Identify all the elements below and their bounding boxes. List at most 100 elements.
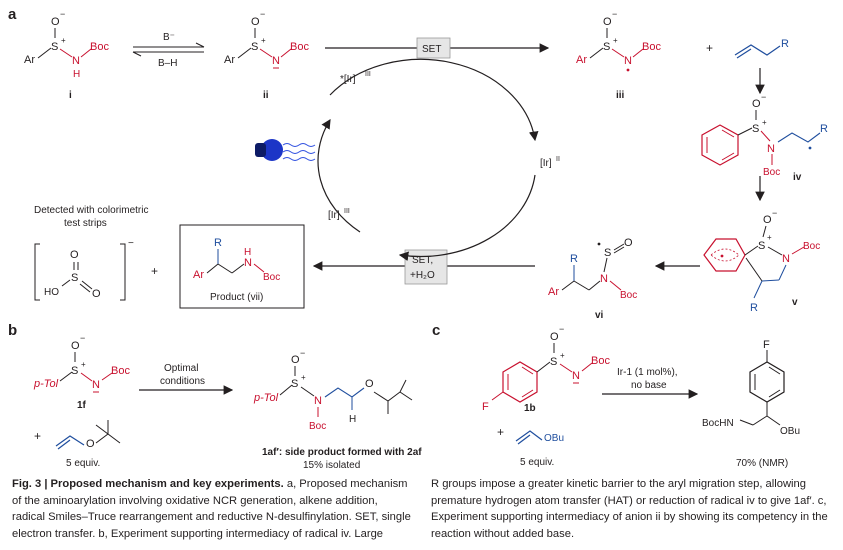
equilibrium-arrows: B⁻ B–H [132, 32, 205, 69]
svg-text:S: S [291, 378, 298, 390]
figure-caption-right: R groups impose a greater kinetic barrie… [431, 478, 828, 540]
alkene: R [734, 38, 789, 59]
svg-text:[Ir]: [Ir] [540, 158, 552, 169]
label-1f: 1f [77, 400, 87, 411]
sulfinate-anion: − O S HO O [34, 238, 134, 301]
optimal-arrow: Optimal conditions [139, 363, 234, 395]
svg-text:Ar: Ar [576, 54, 587, 66]
svg-text:N: N [314, 395, 322, 407]
plus-sulfinate-product: + [151, 264, 158, 278]
svg-text:S: S [71, 272, 78, 284]
svg-text:Ar: Ar [224, 54, 235, 66]
svg-text:conditions: conditions [160, 376, 205, 387]
svg-text:N: N [572, 370, 580, 382]
svg-text:*[Ir]: *[Ir] [340, 74, 356, 85]
figure-label: Fig. 3 | Proposed mechanism and key expe… [12, 478, 284, 490]
svg-text:H: H [349, 414, 356, 425]
svg-text:R: R [214, 237, 222, 249]
svg-text:no base: no base [631, 380, 667, 391]
yield-text: 70% (NMR) [736, 458, 788, 469]
set-arrow-top: SET [325, 37, 550, 59]
svg-text:II: II [556, 156, 560, 163]
detected-line1: Detected with colorimetric [34, 205, 148, 216]
plus-1b-alkene: + [497, 425, 504, 439]
svg-text:+: + [762, 118, 767, 127]
product-70: F BocHN OBu 70% (NMR) [702, 339, 800, 469]
svg-text:+: + [61, 36, 66, 45]
svg-text:R: R [750, 302, 758, 314]
svg-text:O: O [86, 438, 95, 450]
svg-text:−: − [612, 9, 617, 19]
isolated-text: 15% isolated [303, 460, 360, 471]
svg-text:Boc: Boc [620, 290, 637, 301]
svg-text:R: R [820, 123, 828, 135]
svg-text:Optimal: Optimal [164, 363, 198, 374]
svg-text:F: F [482, 401, 489, 413]
svg-text:N: N [272, 55, 280, 67]
label-v: v [792, 297, 798, 308]
tbu-vinyl-ether: O 5 equiv. [55, 420, 121, 469]
svg-text:+: + [767, 233, 772, 242]
svg-text:Ar: Ar [193, 269, 204, 281]
label-vi: vi [595, 310, 604, 321]
butyl-vinyl-ether: OBu 5 equiv. [515, 430, 564, 468]
plus-1f-alkene: + [34, 429, 41, 443]
svg-text:B⁻: B⁻ [163, 32, 175, 43]
svg-text:p-Tol: p-Tol [253, 392, 279, 404]
plus-iii-alkene: + [706, 41, 713, 55]
svg-text:HO: HO [44, 287, 59, 298]
svg-text:Ar: Ar [548, 286, 559, 298]
svg-text:O: O [624, 237, 633, 249]
svg-text:O: O [550, 331, 559, 343]
figure-caption-left: Fig. 3 | Proposed mechanism and key expe… [12, 476, 412, 542]
svg-text:S: S [758, 240, 765, 252]
svg-text:O: O [752, 98, 761, 110]
panel-c-label: c [432, 322, 440, 339]
svg-text:5 equiv.: 5 equiv. [66, 458, 100, 469]
svg-text:Boc: Boc [309, 421, 326, 432]
svg-text:p-Tol: p-Tol [33, 378, 59, 390]
compound-iii: Ar S + O − N Boc iii [576, 9, 661, 101]
svg-text:O: O [291, 354, 300, 366]
svg-text:Ar: Ar [24, 54, 35, 66]
svg-text:Boc: Boc [111, 365, 130, 377]
panel-b-label: b [8, 322, 17, 339]
label-1b: 1b [524, 403, 536, 414]
compound-1b: F S + O − N Boc 1b [482, 324, 610, 414]
svg-text:N: N [244, 257, 252, 269]
svg-text:S: S [71, 365, 78, 377]
compound-1af-prime: p-Tol S + O − N Boc H O 1af′: side produ… [253, 348, 422, 471]
svg-text:Boc: Boc [90, 41, 109, 53]
svg-text:−: − [772, 208, 777, 218]
svg-text:O: O [92, 288, 101, 300]
compound-vi: Ar R N S O Boc vi [548, 237, 637, 321]
product-box: Ar R N H Boc Product (vii) [179, 224, 305, 309]
svg-text:O: O [763, 214, 772, 226]
label-ii: ii [263, 90, 269, 101]
svg-text:−: − [260, 9, 265, 19]
svg-text:Boc: Boc [803, 241, 820, 252]
blue-light-icon [255, 139, 316, 161]
svg-text:Boc: Boc [763, 167, 780, 178]
product-caption: Product (vii) [210, 292, 263, 303]
svg-text:B–H: B–H [158, 58, 177, 69]
svg-text:H: H [73, 69, 80, 80]
svg-text:N: N [767, 143, 775, 155]
svg-text:SET: SET [422, 44, 441, 55]
svg-text:−: − [300, 348, 305, 358]
svg-text:R: R [781, 38, 789, 50]
svg-text:+H₂O: +H₂O [410, 270, 435, 281]
svg-text:S: S [550, 356, 557, 368]
svg-text:SET,: SET, [412, 255, 433, 266]
svg-text:O: O [365, 378, 374, 390]
svg-text:OBu: OBu [544, 433, 564, 444]
svg-text:5 equiv.: 5 equiv. [520, 457, 554, 468]
svg-text:+: + [613, 36, 618, 45]
compound-i: Ar S + O − N H Boc i [24, 9, 109, 101]
svg-text:Ir-1 (1 mol%),: Ir-1 (1 mol%), [617, 367, 678, 378]
svg-text:H: H [244, 247, 251, 258]
panel-a-label: a [8, 6, 17, 23]
svg-text:S: S [51, 41, 58, 53]
svg-text:−: − [80, 333, 85, 343]
set-arrow-bottom: SET, +H₂O [312, 249, 535, 285]
